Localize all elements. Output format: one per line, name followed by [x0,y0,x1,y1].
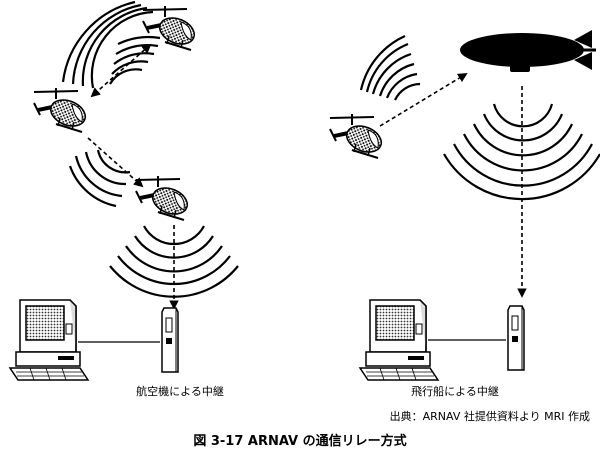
helicopter-icon [33,87,91,133]
figure-title: 図 3-17 ARNAV の通信リレー方式 [193,434,407,449]
radio-wave-icon [109,35,161,85]
radio-station-icon [161,307,179,373]
relay-link [379,73,468,127]
radio-wave-icon [68,149,131,208]
relay-link [90,43,152,98]
helicopter-icon [135,175,193,221]
radio-station-icon [507,305,525,371]
desktop-computer-icon [359,299,439,381]
helicopter-icon [329,113,387,159]
airship-icon [460,30,596,72]
radio-wave-icon [359,34,421,101]
aircraft-relay-scene [9,0,239,381]
airship-relay-scene [329,30,600,381]
desktop-computer-icon [9,299,89,381]
airship-relay-caption: 飛行船による中継 [411,385,499,398]
relay-link [87,137,144,188]
aircraft-relay-caption: 航空機による中継 [136,385,224,398]
radio-wave-icon [443,103,600,201]
source-note: 出典：ARNAV 社提供資料より MRI 作成 [389,410,590,423]
